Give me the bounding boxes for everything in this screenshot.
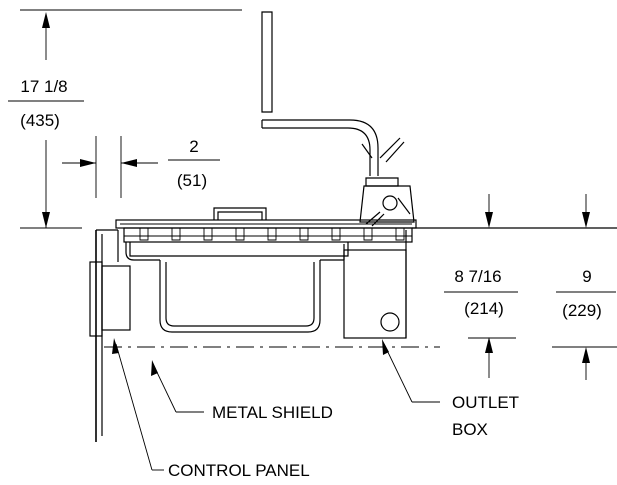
drain-rack (115, 207, 417, 243)
label-box: BOX (452, 420, 488, 439)
depth-total-imperial: 9 (582, 267, 591, 286)
depth-total-metric: (229) (562, 301, 602, 320)
dimension-depth-outlet: 8 7/16 (214) (444, 194, 518, 378)
counter-lines (96, 227, 617, 231)
depth-outlet-metric: (214) (464, 299, 504, 318)
dimension-overall-height: 17 1/8 (435) (8, 9, 242, 229)
label-control-panel: CONTROL PANEL (168, 461, 310, 480)
depth-outlet-imperial: 8 7/16 (454, 267, 501, 286)
callout-metal-shield: METAL SHIELD (151, 360, 333, 422)
offset-metric: (51) (177, 171, 207, 190)
callout-outlet-box: OUTLET BOX (382, 339, 519, 439)
overall-height-metric: (435) (20, 111, 60, 130)
control-panel-body (89, 230, 131, 442)
dimension-offset: 2 (51) (62, 136, 220, 198)
faucet-assembly (261, 11, 415, 227)
callout-control-panel: CONTROL PANEL (112, 338, 310, 480)
offset-imperial: 2 (189, 137, 198, 156)
dimension-depth-total: 9 (229) (552, 194, 617, 380)
food-well (125, 242, 349, 333)
label-outlet: OUTLET (452, 393, 519, 412)
outlet-box (343, 230, 407, 339)
overall-height-imperial: 17 1/8 (20, 77, 67, 96)
label-metal-shield: METAL SHIELD (212, 403, 333, 422)
